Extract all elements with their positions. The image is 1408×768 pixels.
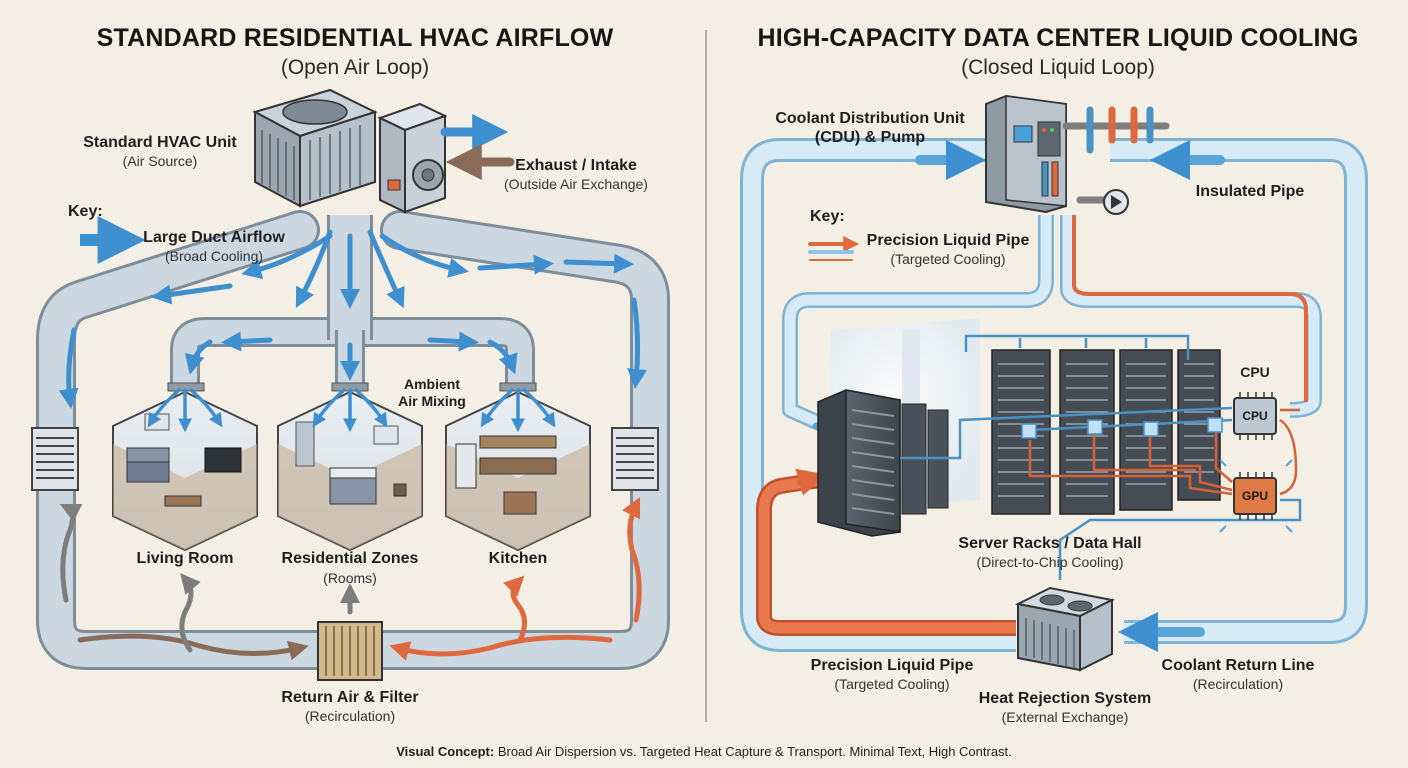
- hvac-unit-label: Standard HVAC Unit: [83, 134, 237, 151]
- room-kitchen: [445, 388, 591, 552]
- precision-pipe-bottom-label: Precision Liquid Pipe: [810, 657, 974, 674]
- outer-loop-arrows: [915, 140, 1225, 652]
- residential-zones-sub: (Rooms): [323, 570, 377, 586]
- return-air-arrows: [59, 496, 642, 661]
- ambient-line2: Air Mixing: [398, 393, 466, 409]
- cpu-chip-label: CPU: [1242, 409, 1268, 423]
- right-subtitle: (Closed Liquid Loop): [961, 56, 1155, 79]
- hvac-unit-sub: (Air Source): [122, 153, 198, 169]
- precision-pipe-bottom-sub: (Targeted Cooling): [834, 676, 950, 692]
- heat-rejection-unit: [1014, 586, 1116, 672]
- exhaust-label: Exhaust / Intake: [515, 157, 637, 174]
- left-subtitle: (Open Air Loop): [280, 56, 430, 79]
- room-living: [112, 388, 258, 552]
- exhaust-sub: (Outside Air Exchange): [504, 176, 648, 192]
- server-racks-label: Server Racks / Data Hall: [958, 535, 1142, 552]
- supply-air-arrows: [58, 229, 648, 409]
- inner-cooling-loop: [756, 215, 1322, 636]
- ambient-line1: Ambient: [404, 376, 460, 392]
- key-precision-pipe: [808, 236, 860, 261]
- right-key-title: Key:: [810, 208, 845, 225]
- right-grille: [611, 427, 659, 491]
- left-title: STANDARD RESIDENTIAL HVAC AIRFLOW: [96, 24, 614, 52]
- coolant-return-label: Coolant Return Line: [1161, 657, 1315, 674]
- kitchen-label: Kitchen: [488, 550, 548, 567]
- right-key-sub: (Targeted Cooling): [890, 251, 1006, 267]
- return-air-sub: (Recirculation): [304, 708, 396, 724]
- return-filter: [317, 621, 383, 681]
- right-key-label: Precision Liquid Pipe: [866, 232, 1030, 249]
- heat-rejection-sub: (External Exchange): [1001, 709, 1129, 725]
- left-key-sub: (Broad Cooling): [164, 248, 264, 264]
- cdu-manifold: [1062, 106, 1170, 204]
- room-bedroom: [277, 388, 423, 552]
- server-racks-sub: (Direct-to-Chip Cooling): [976, 554, 1124, 570]
- cdu-cabinet: [985, 94, 1067, 214]
- heat-rejection-label: Heat Rejection System: [978, 690, 1152, 707]
- coolant-return-sub: (Recirculation): [1192, 676, 1284, 692]
- insulated-pipe-label: Insulated Pipe: [1195, 183, 1305, 200]
- pump: [1103, 189, 1129, 215]
- left-grille: [31, 427, 79, 491]
- footer-rest: Broad Air Dispersion vs. Targeted Heat C…: [494, 744, 1012, 759]
- foreground-server: [817, 389, 949, 537]
- footer-caption: Visual Concept: Broad Air Dispersion vs.…: [0, 744, 1408, 759]
- direct-to-chip-lines: [900, 334, 1302, 580]
- gpu-chip-shape: [1219, 459, 1293, 533]
- footer-lead: Visual Concept:: [396, 744, 495, 759]
- cpu-chip-shape: [1233, 392, 1277, 440]
- cdu-label-line1: Coolant Distribution Unit: [775, 110, 965, 127]
- left-key-title: Key:: [68, 203, 103, 220]
- right-title: HIGH-CAPACITY DATA CENTER LIQUID COOLING: [757, 24, 1359, 52]
- hvac-condenser: [252, 88, 378, 208]
- hvac-furnace: [377, 102, 448, 214]
- return-air-label: Return Air & Filter: [281, 689, 419, 706]
- outer-insulated-loop: [740, 138, 1368, 652]
- gpu-chip-label: GPU: [1241, 489, 1268, 503]
- cpu-top-label: CPU: [1240, 364, 1270, 380]
- exhaust-arrows: [440, 114, 515, 180]
- cdu-label-line2: (CDU) & Pump: [814, 129, 926, 146]
- left-key-label: Large Duct Airflow: [143, 229, 285, 246]
- residential-zones-label: Residential Zones: [281, 550, 419, 567]
- living-room-label: Living Room: [136, 550, 234, 567]
- cold-plates: [1021, 417, 1223, 439]
